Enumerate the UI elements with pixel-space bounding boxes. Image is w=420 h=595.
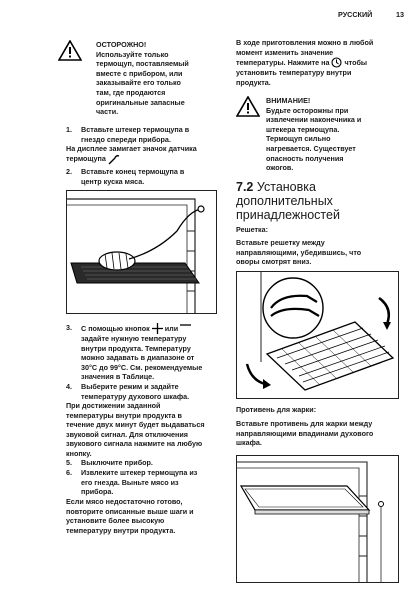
paragraph-line: повторите описанные выше шаги и xyxy=(66,506,194,516)
step-line: Вставьте штекер термощупа в xyxy=(81,125,190,134)
paragraph-line: звукового сигнала нажмите на любую xyxy=(66,439,203,449)
caution-line: Термощуп сильно xyxy=(266,134,331,144)
warning-line: заказывайте его только xyxy=(96,78,181,88)
caution-block: ВНИМАНИЕ! Будьте осторожны при извлечени… xyxy=(266,96,396,173)
caution-line: Будьте осторожны при xyxy=(266,105,349,115)
step-number: 1. xyxy=(66,125,72,134)
instruction-line: Вставьте решетку между xyxy=(236,238,325,247)
paragraph-line: температуры. Нажмите на xyxy=(236,57,330,67)
warning-line: вместе с прибором, или xyxy=(96,68,183,78)
step-2-text: Вставьте конец термощупа в центр куска м… xyxy=(81,167,221,186)
step-3-text: С помощью кнопок или задайте нужную темп… xyxy=(81,323,231,382)
paragraph-line: течение двух минут будет выдаваться xyxy=(66,420,205,430)
minus-icon xyxy=(180,323,192,334)
step-line: центр куска мяса. xyxy=(81,176,145,186)
instruction-line: направляющими, убедившись, что xyxy=(236,247,362,257)
paragraph-line: кнопку. xyxy=(66,448,92,458)
instruction-line: Вставьте противень для жарки между xyxy=(236,419,373,428)
warning-line: оригинальные запасные xyxy=(96,97,185,107)
warning-triangle-icon xyxy=(58,40,82,61)
paragraph-line: Если мясо недостаточно готово, xyxy=(66,497,183,506)
paragraph-line: установить температуру внутри xyxy=(236,68,352,78)
clock-icon xyxy=(331,57,343,68)
warning-line: Используйте только xyxy=(96,49,169,59)
caution-line: опасность получения xyxy=(266,153,344,163)
tray-instructions: Вставьте противень для жарки между напра… xyxy=(236,419,406,448)
warning-title: ОСТОРОЖНО! xyxy=(96,40,147,49)
section-title-line: принадлежностей xyxy=(236,208,340,222)
step-line: можно задавать в диапазоне от xyxy=(81,353,195,363)
caution-line: ожогов. xyxy=(266,163,294,173)
paragraph-line: чтобы xyxy=(344,57,368,67)
step-line: температуру духового шкафа. xyxy=(81,391,190,401)
paragraph-line: установите более высокую xyxy=(66,516,165,526)
plus-icon xyxy=(151,323,163,334)
repeat-paragraph: Если мясо недостаточно готово, повторите… xyxy=(66,497,226,535)
step-line: прибора. xyxy=(81,487,114,497)
paragraph-line: температуры внутри продукта в xyxy=(66,410,182,420)
tray-label: Противень для жарки: xyxy=(236,405,317,414)
caution-title: ВНИМАНИЕ! xyxy=(266,96,311,105)
paragraph-line: В ходе приготовления можно в любой xyxy=(236,38,374,47)
step-1-text: Вставьте штекер термощупа в гнездо спере… xyxy=(81,125,211,144)
page-number: 13 xyxy=(396,10,404,19)
grid-label: Решетка: xyxy=(236,225,269,234)
step-number: 2. xyxy=(66,167,72,176)
paragraph-line: температуру внутри продукта. xyxy=(66,525,176,535)
step-line: его гнезда. Выньте мясо из xyxy=(81,477,179,487)
instruction-line: шкафа. xyxy=(236,438,262,448)
step-line: гнездо спереди прибора. xyxy=(81,134,171,144)
step-line: Выберите режим и задайте xyxy=(81,382,179,391)
header-section: РУССКИЙ xyxy=(338,10,373,19)
caution-triangle-icon xyxy=(236,96,260,117)
signal-paragraph: При достижении заданной температуры внут… xyxy=(66,401,226,459)
step-line: Вставьте конец термощупа в xyxy=(81,167,185,176)
grid-insert-illustration xyxy=(236,271,399,399)
section-number: 7.2 xyxy=(236,180,254,194)
step-line: 30°C до 99°C. См. рекомендуемые xyxy=(81,362,203,372)
caution-line: штекера термощупа. xyxy=(266,124,340,134)
paragraph-line: звуковой сигнал. Для отключения xyxy=(66,429,188,439)
step-line: значения в Таблице. xyxy=(81,372,155,382)
instruction-line: оворы смотрят вниз. xyxy=(236,257,312,267)
step-number: 5. xyxy=(66,458,72,467)
intro-paragraph: В ходе приготовления можно в любой момен… xyxy=(236,38,396,87)
step-line: С помощью кнопок xyxy=(81,323,150,333)
paragraph-line: При достижении заданной xyxy=(66,401,161,410)
step-line: задайте нужную температуру xyxy=(81,334,187,343)
instruction-line: направляющими впадинами духового xyxy=(236,428,374,438)
step-line: Выключите прибор. xyxy=(81,458,153,467)
paragraph-line: термощупа xyxy=(66,154,106,164)
tray-insert-illustration xyxy=(236,455,399,583)
grid-instructions: Вставьте решетку между направляющими, уб… xyxy=(236,238,396,267)
step-number: 4. xyxy=(66,382,72,391)
meat-probe-illustration xyxy=(66,190,217,314)
step-line: внутри продукта. Температуру xyxy=(81,343,191,353)
warning-line: там, где продаются xyxy=(96,87,166,97)
paragraph-line: продукта. xyxy=(236,77,271,87)
step-line: или xyxy=(164,323,179,333)
caution-line: нагревается. Существует xyxy=(266,143,356,153)
step-number: 3. xyxy=(66,323,72,332)
paragraph-line: На дисплее замигает значок датчика xyxy=(66,144,197,153)
probe-icon xyxy=(108,154,120,165)
paragraph-line: момент изменить значение xyxy=(236,47,334,57)
warning-block: ОСТОРОЖНО! Используйте только термощуп, … xyxy=(96,40,206,117)
section-title-line: дополнительных xyxy=(236,194,333,208)
display-paragraph: На дисплее замигает значок датчика термо… xyxy=(66,144,216,165)
warning-line: термощуп, поставляемый xyxy=(96,59,189,69)
step-6-text: Извлеките штекер термощупа из его гнезда… xyxy=(81,468,231,497)
warning-line: части. xyxy=(96,107,119,117)
section-title-line: Установка xyxy=(256,180,316,194)
step-5-text: Выключите прибор. xyxy=(81,458,231,468)
step-number: 6. xyxy=(66,468,72,477)
step-4-text: Выберите режим и задайте температуру дух… xyxy=(81,382,231,401)
step-line: Извлеките штекер термощупа из xyxy=(81,468,198,477)
caution-line: извлечении наконечника и xyxy=(266,115,362,125)
section-heading: 7.2 Установка дополнительных принадлежно… xyxy=(236,180,396,222)
